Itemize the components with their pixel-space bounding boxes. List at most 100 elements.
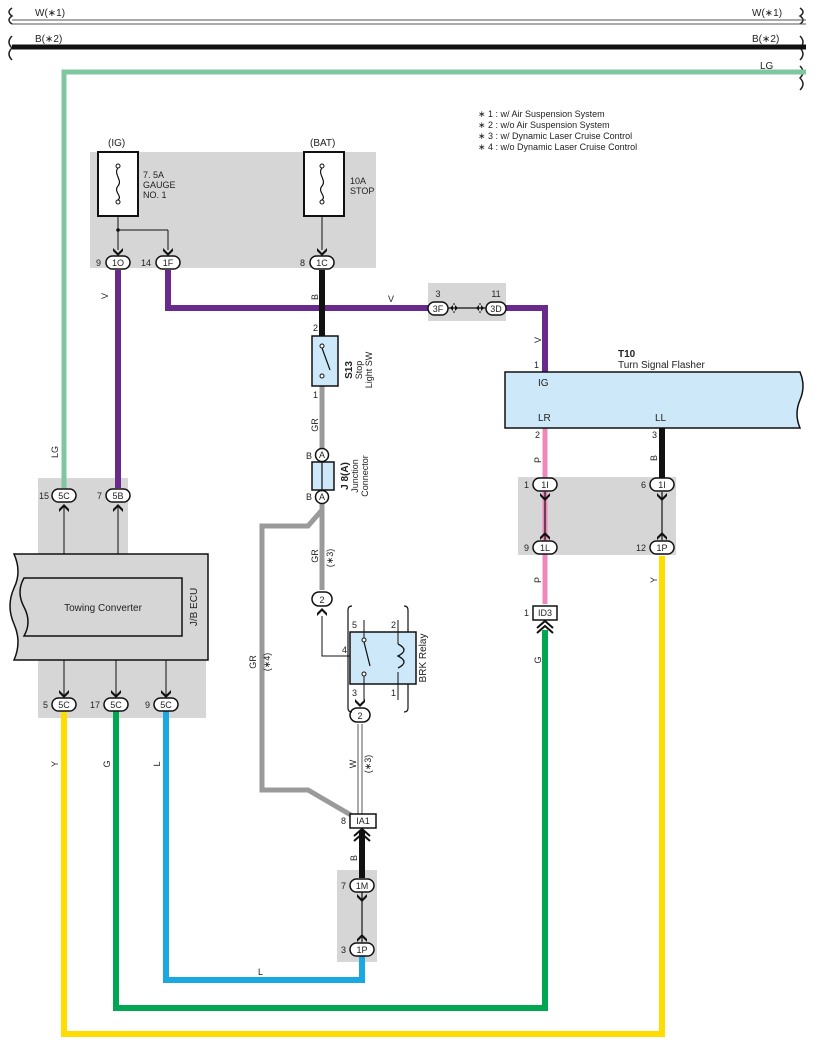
connector-1i-left: 1I 1 <box>524 477 558 501</box>
connector-1f: 1F 14 <box>141 248 181 270</box>
connector-1c: 1C 8 <box>300 248 335 270</box>
svg-text:2: 2 <box>319 595 324 605</box>
svg-text:B: B <box>306 492 312 502</box>
svg-text:A: A <box>319 450 325 460</box>
bus-b-right: B(∗2) <box>752 34 779 45</box>
svg-text:9: 9 <box>524 543 529 553</box>
wire-label-l1: L <box>152 761 162 766</box>
t10-lr-label: LR <box>538 413 551 424</box>
connector-relay-bottom: 2 <box>349 699 371 723</box>
fuse-gauge-no: NO. 1 <box>143 190 167 200</box>
relay-pin-5: 5 <box>352 620 357 630</box>
fuse-stop-rating: 10A <box>350 176 366 186</box>
wire-label-g2: G <box>102 760 112 767</box>
fuse-gauge-name: GAUGE <box>143 180 176 190</box>
svg-text:7: 7 <box>97 491 102 501</box>
wire-label-b3: B <box>349 855 359 861</box>
jb-ecu-label: J/B ECU <box>189 588 200 626</box>
relay-pin-4: 4 <box>342 645 347 655</box>
connector-1p-right: 1P 12 <box>636 532 675 555</box>
svg-text:11: 11 <box>491 289 500 299</box>
svg-text:1L: 1L <box>540 543 550 553</box>
wire-label-w: W <box>348 759 358 768</box>
svg-text:ID3: ID3 <box>538 608 552 618</box>
svg-text:17: 17 <box>90 700 100 710</box>
wire-label-gr3: GR <box>248 655 258 669</box>
svg-text:3: 3 <box>341 945 346 955</box>
svg-text:2: 2 <box>357 711 362 721</box>
bus-b-left: B(∗2) <box>35 34 62 45</box>
legend-item-2: ∗ 2 : w/o Air Suspension System <box>478 120 610 130</box>
svg-text:IA1: IA1 <box>356 816 370 826</box>
j8-name-2: Connector <box>360 455 370 497</box>
junction-connector: A A B B <box>306 447 335 505</box>
svg-text:6: 6 <box>641 480 646 490</box>
t10-name: Turn Signal Flasher <box>618 360 706 371</box>
bus-w-left: W(∗1) <box>35 8 65 19</box>
svg-text:5C: 5C <box>110 700 122 710</box>
wire-label-v3: V <box>533 337 543 343</box>
svg-text:12: 12 <box>636 543 646 553</box>
svg-text:3D: 3D <box>490 304 502 314</box>
legend-item-1: ∗ 1 : w/ Air Suspension System <box>478 109 605 119</box>
wire-label-y2: Y <box>50 761 60 767</box>
fuse-stop <box>303 151 345 250</box>
t10-pin-ll: 3 <box>652 430 657 440</box>
connector-1m: 1M 7 <box>341 878 375 902</box>
fuse-stop-name: STOP <box>350 186 374 196</box>
wire-label-gr2: GR <box>310 549 320 563</box>
svg-text:B: B <box>306 451 312 461</box>
jb-ecu <box>9 553 209 661</box>
wires <box>61 69 806 1037</box>
svg-text:1I: 1I <box>658 480 666 490</box>
svg-text:3: 3 <box>435 289 440 299</box>
svg-text:9: 9 <box>96 258 101 268</box>
svg-text:1C: 1C <box>316 258 328 268</box>
legend-item-4: ∗ 4 : w/o Dynamic Laser Cruise Control <box>478 142 637 152</box>
wire-label-v2: V <box>388 294 394 304</box>
t10-id: T10 <box>618 349 636 360</box>
t10-ll-label: LL <box>655 413 667 424</box>
fuse-gauge <box>97 151 139 250</box>
connector-5c-bottom-1: 5C 5 <box>43 690 77 712</box>
svg-text:A: A <box>319 492 325 502</box>
svg-text:1F: 1F <box>163 258 174 268</box>
connector-1p-bottom: 1P 3 <box>341 934 375 957</box>
connector-5b: 5B 7 <box>97 488 131 512</box>
svg-text:8: 8 <box>341 816 346 826</box>
relay-pin-1: 1 <box>391 688 396 698</box>
svg-text:5C: 5C <box>160 700 172 710</box>
connector-1l: 1L 9 <box>524 532 558 555</box>
legend-item-3: ∗ 3 : w/ Dynamic Laser Cruise Control <box>478 131 632 141</box>
wire-label-p2: P <box>533 577 543 583</box>
wire-label-note3a: (∗3) <box>325 549 335 568</box>
connector-5c-bottom-2: 5C 17 <box>90 690 129 712</box>
wire-label-p1: P <box>533 457 543 463</box>
svg-text:1P: 1P <box>656 543 667 553</box>
svg-text:9: 9 <box>145 700 150 710</box>
connector-ia1: IA1 8 <box>341 813 377 842</box>
brk-relay <box>347 605 417 713</box>
s13-name-1: Stop <box>354 361 364 380</box>
svg-text:5: 5 <box>43 700 48 710</box>
fuse-gauge-rating: 7. 5A <box>143 170 164 180</box>
bus-w-right: W(∗1) <box>752 8 782 19</box>
svg-text:8: 8 <box>300 258 305 268</box>
svg-text:5B: 5B <box>112 491 123 501</box>
towing-converter-label: Towing Converter <box>64 603 142 614</box>
wire-label-y1: Y <box>649 577 659 583</box>
svg-text:1: 1 <box>524 608 529 618</box>
t10-pin-ig: 1 <box>534 360 539 370</box>
svg-text:1P: 1P <box>356 945 367 955</box>
j8-id: J 8(A) <box>340 462 351 490</box>
svg-text:1O: 1O <box>112 258 124 268</box>
bus-lg-right: LG <box>760 61 774 72</box>
wire-labels: V B V V GR GR (∗3) GR (∗4) LG P P B Y G … <box>50 293 659 977</box>
connector-5c-bottom-3: 5C 9 <box>145 690 179 712</box>
wire-label-v1: V <box>100 293 110 299</box>
connector-5c-top: 5C 15 <box>39 488 77 512</box>
fuse-bat-label: (BAT) <box>310 138 335 149</box>
j8-name-1: Junction <box>350 459 360 493</box>
wire-label-gr1: GR <box>310 418 320 432</box>
